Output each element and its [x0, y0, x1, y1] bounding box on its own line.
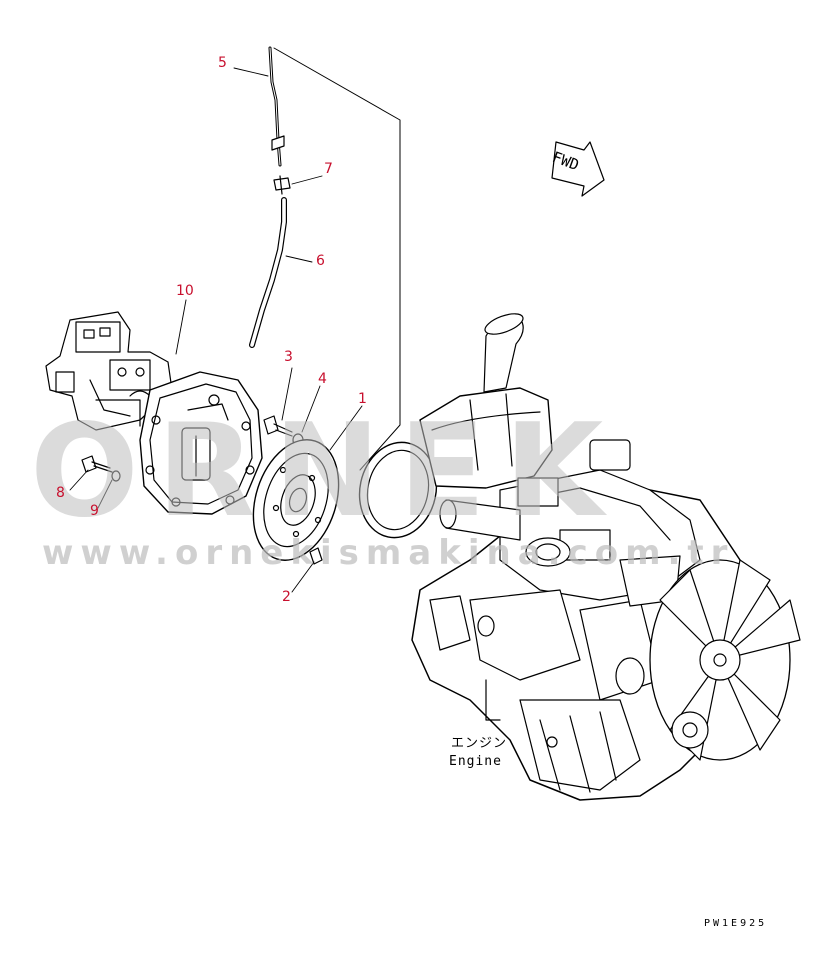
- engine-label-jp: エンジン: [451, 736, 508, 751]
- engine-label-en: Engine: [449, 754, 502, 769]
- cooling-fan: [649, 559, 801, 761]
- watermark-brand: ORNEK: [30, 397, 622, 546]
- drawing-code: PW1E925: [704, 918, 768, 929]
- clip: [273, 175, 291, 195]
- pin-2: [309, 547, 323, 565]
- callout-5: 5: [218, 55, 227, 71]
- callout-1: 1: [358, 391, 367, 407]
- callout-7: 7: [324, 161, 333, 177]
- exhaust-pipe: [483, 313, 524, 393]
- callout-6: 6: [316, 253, 325, 269]
- muffler: [419, 387, 553, 489]
- bolt-8: [81, 455, 113, 473]
- fwd-arrow: [551, 141, 605, 197]
- callout-9: 9: [90, 503, 99, 519]
- pump-housing: [139, 371, 263, 515]
- bolt-3: [263, 415, 293, 437]
- dipstick-tube: [249, 197, 287, 348]
- leader-line: [273, 47, 401, 471]
- flywheel-housing: [358, 441, 438, 539]
- callout-3: 3: [284, 349, 293, 365]
- washer-9: [111, 470, 121, 482]
- dipstick-gauge: [268, 46, 285, 167]
- callout-10: 10: [176, 283, 194, 299]
- callout-leaders: [69, 67, 363, 593]
- watermark-url: www.orneki̇smakina.com.tr: [42, 533, 735, 573]
- callout-8: 8: [56, 485, 65, 501]
- flywheel-housing-inner: [366, 449, 430, 531]
- callout-4: 4: [318, 371, 327, 387]
- callout-2: 2: [282, 589, 291, 605]
- damper-coupling: [252, 439, 340, 561]
